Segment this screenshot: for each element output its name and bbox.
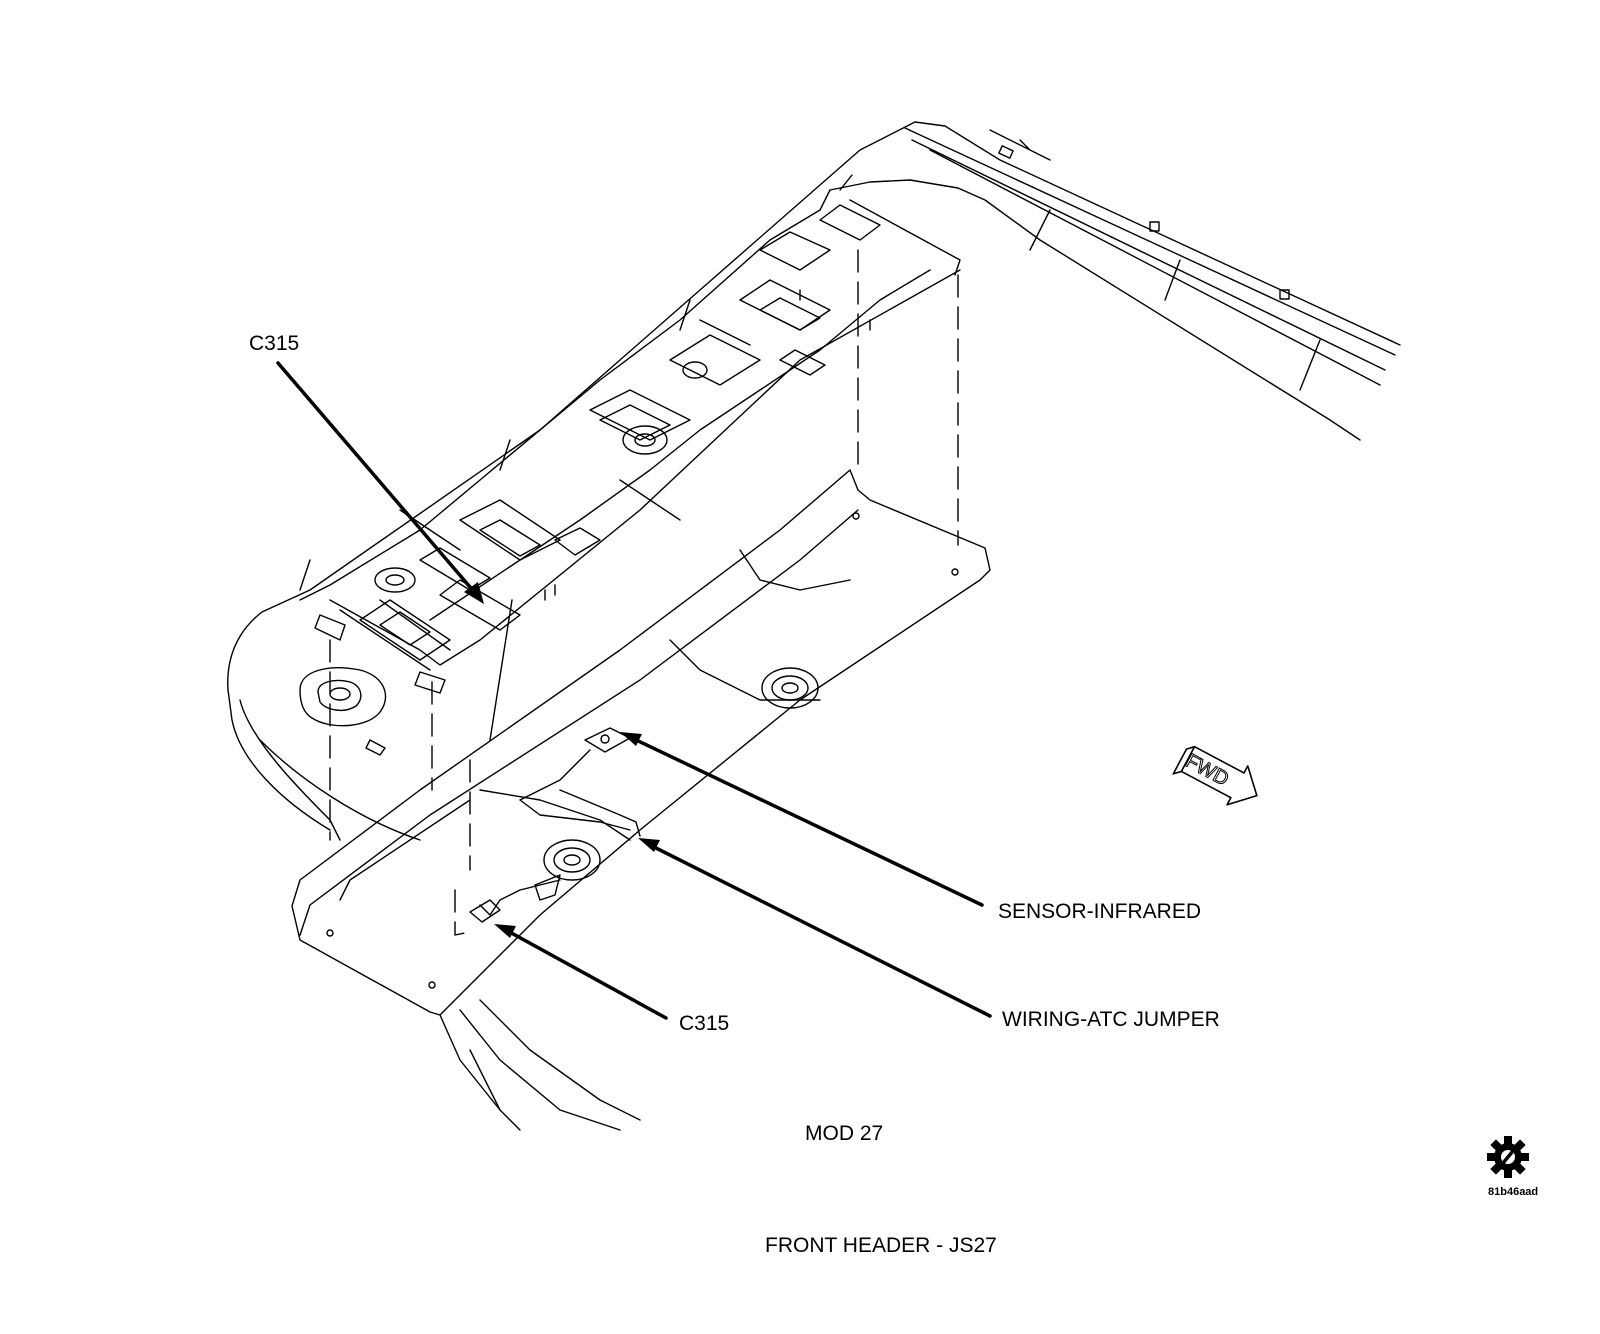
- alignment-lines: [329, 249, 959, 936]
- c315-leader-panel: [489, 599, 513, 741]
- reference-code: 81b46aad: [1488, 1186, 1539, 1198]
- model-caption: MOD 27: [805, 1122, 884, 1145]
- fwd-arrow-icon: FWD: [1172, 745, 1258, 806]
- c315-top-arrowhead: [464, 582, 484, 604]
- callout-wiring-atc-jumper: WIRING-ATC JUMPER: [1002, 1008, 1220, 1031]
- sensor-infrared-arrow: [630, 736, 984, 907]
- front-header-trim-panel: [291, 469, 991, 1131]
- callout-c315-bottom: C315: [679, 1012, 730, 1035]
- c315-bottom-arrowhead: [494, 924, 516, 938]
- gear-slash-icon: [1487, 1136, 1529, 1178]
- roof-header-structure: [227, 121, 1401, 841]
- wiring-atc-jumper-arrow: [648, 843, 992, 1018]
- c315-bottom-arrow: [504, 928, 668, 1020]
- callout-arrows: [276, 361, 992, 1020]
- callout-sensor-infrared: SENSOR-INFRARED: [998, 900, 1202, 923]
- wiring-atc-jumper-arrowhead: [638, 838, 660, 852]
- sensor-infrared-arrowhead: [620, 732, 642, 746]
- arrow-heads: [464, 582, 660, 938]
- figure-title: FRONT HEADER - JS27: [765, 1234, 997, 1257]
- callout-c315-top: C315: [249, 332, 300, 355]
- c315-top-arrow: [276, 361, 478, 596]
